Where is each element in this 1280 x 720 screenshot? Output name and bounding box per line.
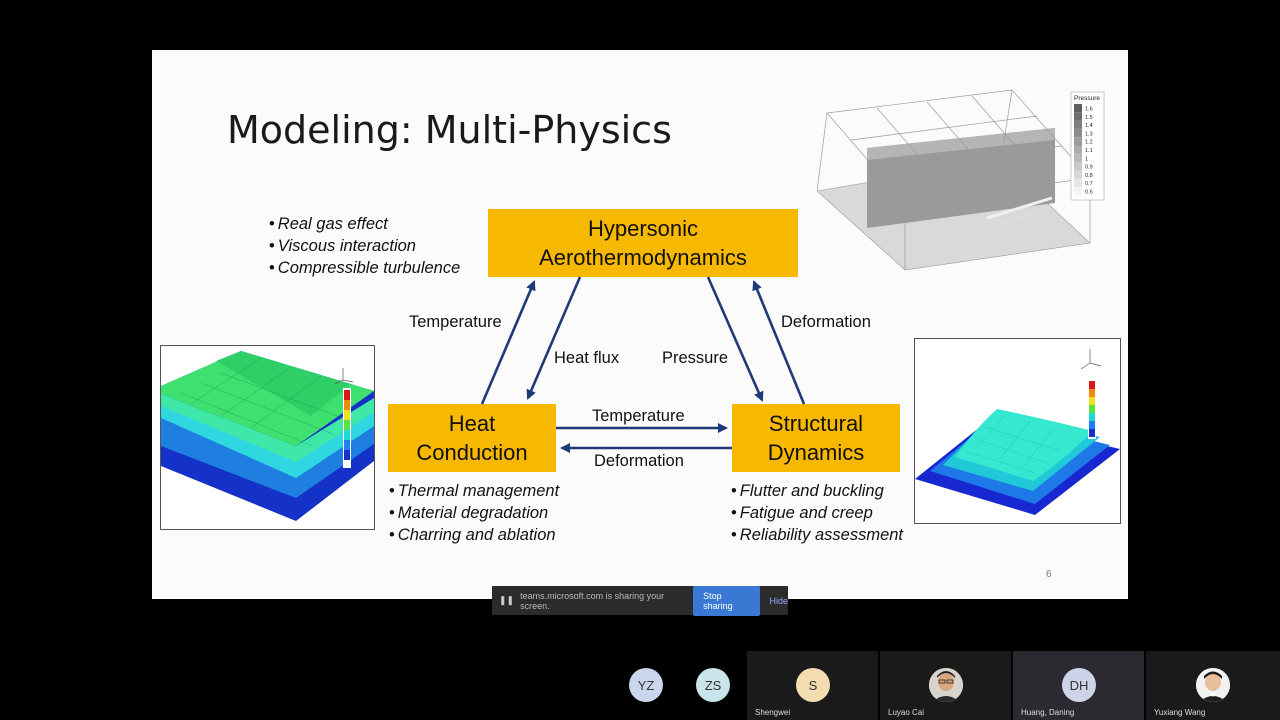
label-pressure: Pressure xyxy=(662,349,729,367)
pressure-legend-label: 1.1 xyxy=(1085,148,1093,154)
pressure-legend-swatch xyxy=(1074,187,1082,196)
pressure-legend-label: 1.6 xyxy=(1085,107,1093,113)
participant-tile-shengwei[interactable]: S Shengwei xyxy=(747,651,878,720)
pressure-legend-label: 1.4 xyxy=(1085,123,1093,129)
participant-avatar-yz[interactable]: YZ xyxy=(629,668,663,702)
participant-avatar-zs[interactable]: ZS xyxy=(696,668,730,702)
heat-bullet: Material degradation xyxy=(389,502,559,524)
share-message: teams.microsoft.com is sharing your scre… xyxy=(520,590,665,611)
pressure-legend-swatch xyxy=(1074,153,1082,163)
box-label-line: Structural xyxy=(768,411,864,436)
thermal-block-svg xyxy=(161,351,374,521)
box-label-line: Hypersonic xyxy=(587,216,699,241)
participant-name: Shengwei xyxy=(755,708,791,717)
aero-bullet-list: Real gas effect Viscous interaction Comp… xyxy=(269,213,461,279)
pressure-legend-label: 0.6 xyxy=(1085,190,1093,196)
stop-sharing-button[interactable]: Stop sharing xyxy=(693,585,761,616)
participant-tile-huang-daning[interactable]: DH Huang, Daning xyxy=(1013,651,1144,720)
pressure-legend-swatch xyxy=(1074,170,1082,179)
label-heat-flux: Heat flux xyxy=(554,349,620,367)
aero-bullet: Compressible turbulence xyxy=(269,257,461,279)
screen-share-banner: ❚❚ teams.microsoft.com is sharing your s… xyxy=(492,585,788,616)
arrow-deformation-up xyxy=(752,280,806,405)
heat-bullet: Charring and ablation xyxy=(389,524,559,546)
hypersonic-aerothermodynamics-box: Hypersonic Aerothermodynamics xyxy=(488,209,798,277)
pressure-legend-swatch xyxy=(1074,128,1082,138)
structural-bullet: Reliability assessment xyxy=(731,524,903,546)
label-deformation-mid: Deformation xyxy=(594,452,684,470)
participant-name: Yuxiang Wang xyxy=(1154,708,1206,717)
label-temperature-mid: Temperature xyxy=(592,407,685,425)
label-deformation-right: Deformation xyxy=(781,313,871,331)
deformation-plate-svg xyxy=(915,349,1120,515)
participant-avatar-dh: DH xyxy=(1062,668,1096,702)
participant-name: Huang, Daning xyxy=(1021,708,1075,717)
pressure-legend-label: 1 xyxy=(1085,156,1088,162)
pressure-3d-image: Pressure 1.6 1.5 1.4 1.3 1.2 1.1 1 0.9 0.8 0.7 0.6 xyxy=(816,88,1107,273)
pressure-legend-label: 1.5 xyxy=(1085,115,1093,121)
pressure-legend-label: 1.2 xyxy=(1085,140,1093,146)
pressure-legend-swatch xyxy=(1074,162,1082,171)
pause-icon: ❚❚ xyxy=(499,595,515,605)
heat-conduction-box: Heat Conduction xyxy=(388,404,556,472)
box-label-line: Dynamics xyxy=(767,440,865,465)
person-photo-icon xyxy=(1196,668,1230,702)
structural-bullet: Flutter and buckling xyxy=(731,480,903,502)
pressure-legend-swatch xyxy=(1074,120,1082,129)
participant-tile-yuxiang-wang[interactable]: Yuxiang Wang xyxy=(1146,651,1280,720)
structural-bullet: Fatigue and creep xyxy=(731,502,903,524)
slide-page-number: 6 xyxy=(1046,569,1052,580)
arrow-pressure-down xyxy=(706,276,764,402)
coupling-arrows xyxy=(480,276,806,453)
heat-bullet-list: Thermal management Material degradation … xyxy=(389,480,559,546)
aero-bullet: Real gas effect xyxy=(269,213,460,235)
pressure-legend-label: 0.9 xyxy=(1085,165,1093,171)
pressure-legend-label: 1.3 xyxy=(1085,131,1093,137)
participant-tile-luyao-cai[interactable]: Luyao Cai xyxy=(880,651,1011,720)
pressure-legend-label: 0.7 xyxy=(1085,181,1093,187)
box-label-line: Conduction xyxy=(416,440,528,465)
pressure-legend-swatch xyxy=(1074,104,1082,113)
pressure-3d-svg: Pressure 1.6 1.5 1.4 1.3 1.2 1.1 1 0.9 0.8 0.7 0.6 xyxy=(816,89,1105,271)
box-label-line: Heat xyxy=(448,411,496,436)
pressure-legend-swatch xyxy=(1074,178,1082,187)
pressure-legend-label: 0.8 xyxy=(1085,173,1093,179)
pressure-legend-swatch xyxy=(1074,112,1082,121)
participant-name: Luyao Cai xyxy=(888,708,925,717)
person-photo-icon xyxy=(928,668,963,702)
slide-title: Modeling: Multi-Physics xyxy=(227,108,672,152)
thermal-block-image xyxy=(160,345,375,530)
aero-bullet: Viscous interaction xyxy=(269,235,460,257)
participant-photo xyxy=(928,668,963,702)
hide-banner-button[interactable]: Hide xyxy=(769,595,788,606)
heat-bullet: Thermal management xyxy=(389,480,559,502)
label-temperature-left: Temperature xyxy=(409,313,502,331)
participant-avatar-s: S xyxy=(796,668,830,702)
deformation-plate-image xyxy=(914,338,1121,524)
participant-photo xyxy=(1196,668,1230,702)
structural-dynamics-box: Structural Dynamics xyxy=(732,404,900,472)
pressure-legend-swatch xyxy=(1074,137,1082,146)
structural-bullet-list: Flutter and buckling Fatigue and creep R… xyxy=(731,480,903,546)
shared-slide: Modeling: Multi-Physics Pressure xyxy=(152,50,1128,599)
pressure-legend-swatch xyxy=(1074,145,1082,154)
arrow-heat-flux-down xyxy=(526,276,582,400)
pressure-legend-scale: 1.6 1.5 1.4 1.3 1.2 1.1 1 0.9 0.8 0.7 0.6 xyxy=(1074,104,1093,196)
pressure-legend-title: Pressure xyxy=(1074,95,1100,102)
arrow-temperature-up xyxy=(480,280,536,405)
box-label-line: Aerothermodynamics xyxy=(539,245,747,270)
